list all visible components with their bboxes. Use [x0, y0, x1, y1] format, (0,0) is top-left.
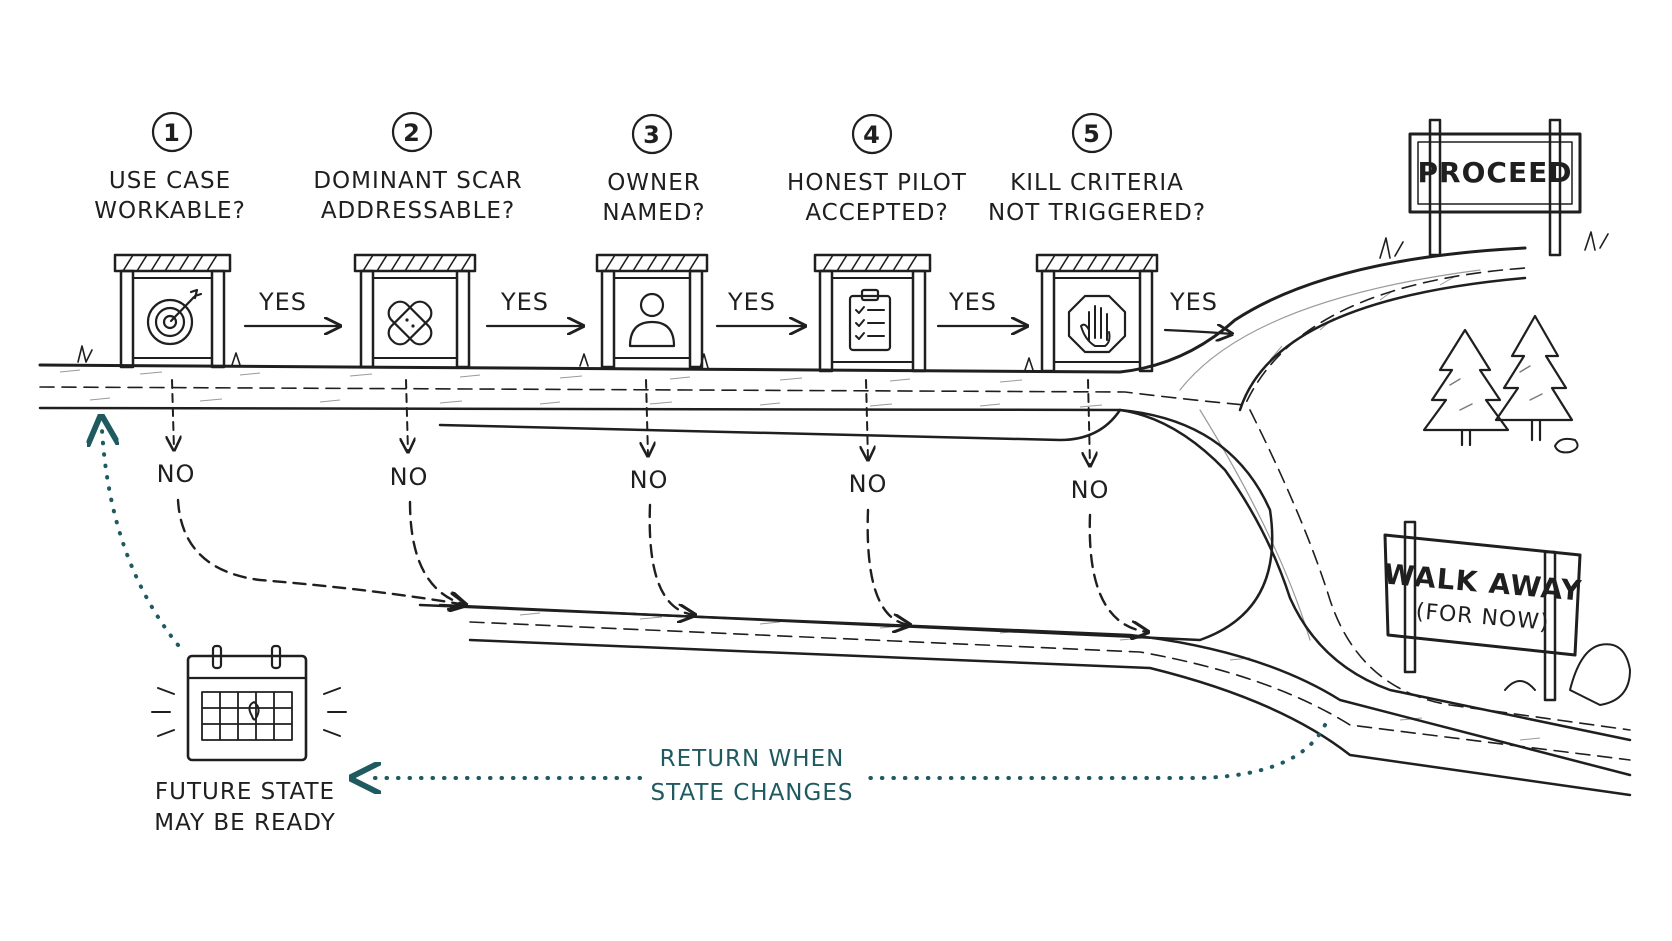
yes-label: YES [258, 288, 307, 316]
return-label-line2: STATE CHANGES [651, 780, 854, 806]
gate-question-line2: NOT TRIGGERED? [988, 200, 1206, 226]
gate-1: 1 USE CASE WORKABLE? [94, 111, 246, 369]
gate-2: 2 DOMINANT SCAR ADDRESSABLE? [313, 111, 522, 369]
future-label-line1: FUTURE STATE [155, 779, 335, 805]
yes-label: YES [500, 288, 549, 316]
gate-question-line1: HONEST PILOT [787, 170, 967, 196]
step-number-circle [631, 113, 673, 155]
step-number: 3 [643, 121, 661, 149]
pine-trees [1422, 314, 1579, 454]
target-icon [146, 288, 203, 346]
no-label: NO [390, 463, 429, 491]
yes-label: YES [1169, 288, 1218, 316]
gate-question-line1: KILL CRITERIA [1010, 170, 1184, 196]
step-number-circle [1071, 112, 1113, 154]
yes-arrow-3: YES [715, 288, 805, 326]
no-path-5: NO [1071, 379, 1148, 632]
step-number: 2 [403, 119, 421, 147]
proceed-sign: PROCEED [1379, 118, 1609, 259]
no-label: NO [1071, 476, 1110, 504]
gate-question-line2: NAMED? [602, 200, 705, 226]
gate-question-line1: DOMINANT SCAR [313, 168, 522, 194]
gate-4: 4 HONEST PILOT ACCEPTED? [787, 113, 967, 373]
no-path-2: NO [390, 379, 466, 605]
road-texture [59, 276, 1541, 741]
clipboard-checklist-icon [848, 288, 892, 352]
no-path-1: NO [157, 379, 466, 605]
grass-tufts [77, 345, 1034, 371]
step-number-circle [151, 111, 193, 153]
calendar-icon [151, 644, 347, 762]
no-label: NO [157, 460, 196, 488]
gate-5: 5 KILL CRITERIA NOT TRIGGERED? [988, 112, 1206, 373]
gate-question-line1: OWNER [607, 170, 701, 196]
step-number: 4 [863, 121, 881, 149]
walk-away-label: WALK AWAY [1382, 557, 1583, 607]
no-label: NO [630, 466, 669, 494]
no-path-3: NO [630, 379, 695, 615]
yes-arrow-1: YES [243, 288, 340, 326]
gate-question-line2: ACCEPTED? [805, 200, 948, 226]
yes-arrow-2: YES [485, 288, 583, 326]
gate-question-line1: USE CASE [109, 168, 231, 194]
walk-away-sign: WALK AWAY (FOR NOW) [1382, 520, 1631, 706]
future-label-line2: MAY BE READY [154, 810, 336, 836]
yes-arrow-4: YES [936, 288, 1027, 326]
proceed-label: PROCEED [1418, 156, 1573, 189]
no-path-4: NO [849, 379, 910, 625]
person-icon [628, 292, 676, 348]
return-label-line1: RETURN WHEN [660, 746, 845, 772]
walk-away-sublabel: (FOR NOW) [1415, 599, 1551, 636]
return-loop: RETURN WHEN STATE CHANGES [102, 430, 1327, 806]
yes-label: YES [948, 288, 997, 316]
no-label: NO [849, 470, 888, 498]
bandage-icon [387, 300, 433, 346]
step-number-circle [391, 111, 433, 153]
step-number: 1 [163, 119, 181, 147]
yes-arrow-5: YES [1163, 288, 1232, 334]
yes-label: YES [727, 288, 776, 316]
gate-3: 3 OWNER NAMED? [595, 113, 709, 369]
gate-question-line2: ADDRESSABLE? [321, 198, 515, 224]
step-number-circle [851, 113, 893, 155]
stop-hand-icon [1067, 294, 1127, 354]
gate-question-line2: WORKABLE? [94, 198, 246, 224]
main-road [38, 246, 1632, 742]
step-number: 5 [1083, 120, 1101, 148]
